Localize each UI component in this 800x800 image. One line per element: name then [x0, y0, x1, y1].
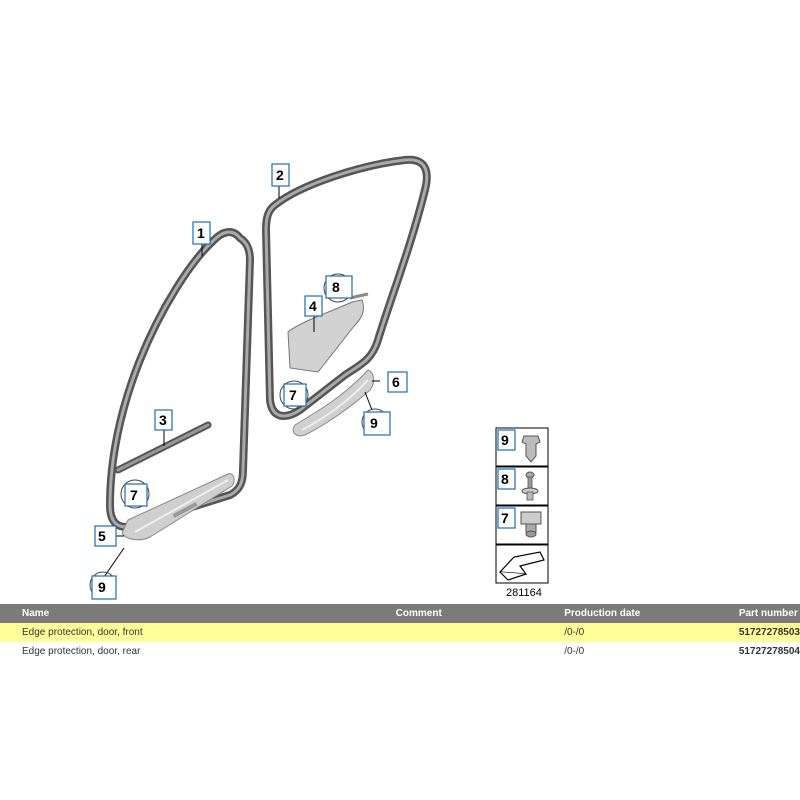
cell-production-date: /0-/0	[564, 646, 585, 657]
svg-text:3: 3	[159, 412, 167, 428]
rear-sill-plate	[292, 369, 375, 437]
callout-8[interactable]: 8	[325, 275, 353, 299]
svg-text:2: 2	[276, 167, 284, 183]
pillar-trim-part-4	[287, 292, 369, 373]
cell-name: Edge protection, door, rear	[22, 646, 141, 657]
legend-callout-9[interactable]: 9	[497, 429, 516, 451]
svg-text:7: 7	[289, 387, 297, 403]
callout-7-front[interactable]: 7	[124, 483, 148, 507]
callout-1[interactable]: 1	[192, 221, 211, 245]
svg-text:9: 9	[501, 432, 509, 448]
front-sill-plate	[121, 473, 235, 541]
screw-clip-icon	[521, 471, 539, 501]
cell-part-number: 51727278504	[738, 646, 800, 657]
leader-lines	[103, 186, 380, 578]
callout-7-rear[interactable]: 7	[283, 383, 307, 407]
callout-5[interactable]: 5	[94, 525, 117, 547]
callout-9-front[interactable]: 9	[91, 575, 117, 600]
svg-text:9: 9	[98, 579, 106, 595]
front-door-seal	[106, 228, 254, 531]
svg-text:8: 8	[501, 471, 509, 487]
rear-door-seal	[262, 155, 431, 420]
parts-table: Name Comment Production date Part number…	[0, 604, 800, 661]
cell-comment	[374, 642, 547, 661]
parts-diagram: 1 2 3 4 5 6 7 7 8 9 9	[89, 155, 549, 600]
svg-text:7: 7	[130, 487, 138, 503]
legend-callout-8[interactable]: 8	[497, 468, 516, 490]
cell-name: Edge protection, door, front	[0, 623, 374, 642]
column-header-part-number[interactable]: Part number	[716, 604, 800, 623]
callout-9-rear[interactable]: 9	[363, 411, 391, 436]
cell-part-number: 51727278503	[716, 623, 800, 642]
clip-icon	[521, 435, 541, 463]
fastener-legend: 9 8 7	[495, 427, 549, 584]
table-row[interactable]: Edge protection, door, front /0-/0 51727…	[0, 623, 800, 642]
cell-comment	[373, 623, 547, 642]
column-header-comment[interactable]: Comment	[373, 604, 547, 623]
column-header-name[interactable]: Name	[0, 604, 374, 623]
nut-clip-icon	[520, 511, 542, 538]
callout-6[interactable]: 6	[387, 371, 408, 393]
svg-text:9: 9	[370, 415, 378, 431]
svg-text:8: 8	[332, 279, 340, 295]
table-header-row: Name Comment Production date Part number	[0, 604, 800, 623]
column-header-production-date[interactable]: Production date	[546, 604, 717, 623]
svg-text:1: 1	[197, 225, 205, 241]
diagram-reference-number: 281164	[506, 587, 542, 599]
callout-2[interactable]: 2	[271, 163, 290, 187]
legend-callout-7[interactable]: 7	[497, 507, 516, 529]
svg-text:7: 7	[501, 510, 509, 526]
table-row[interactable]: Edge protection, door, rear /0-/0 517272…	[0, 642, 800, 661]
next-diagram-arrow-icon[interactable]	[498, 551, 545, 581]
svg-text:5: 5	[98, 528, 106, 544]
svg-text:6: 6	[392, 374, 400, 390]
callout-4[interactable]: 4	[304, 295, 323, 317]
callout-3[interactable]: 3	[154, 409, 173, 431]
seal-strip-part-3	[114, 421, 212, 474]
cell-production-date: /0-/0	[546, 623, 717, 642]
svg-text:4: 4	[309, 298, 317, 314]
